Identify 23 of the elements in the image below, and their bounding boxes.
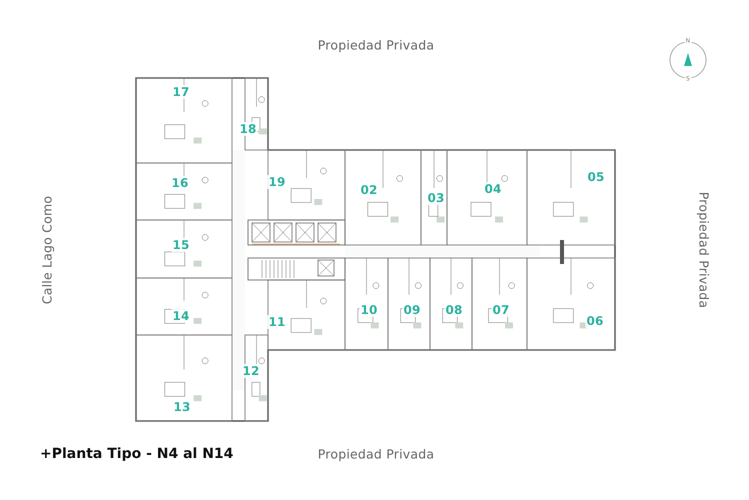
unit-number: 13 <box>172 400 192 414</box>
unit-number: 11 <box>267 315 287 329</box>
unit-number: 05 <box>586 170 606 184</box>
unit-number: 06 <box>585 314 605 328</box>
unit-number: 02 <box>359 183 379 197</box>
unit-number: 09 <box>402 303 422 317</box>
unit-number: 03 <box>426 191 446 205</box>
unit-number: 07 <box>491 303 511 317</box>
unit-number: 19 <box>267 175 287 189</box>
boundary-label: Propiedad Privada <box>696 192 712 308</box>
boundary-label: Propiedad Privada <box>318 446 434 462</box>
unit-number: 10 <box>359 303 379 317</box>
unit-number: 14 <box>171 309 191 323</box>
street-label: Calle Lago Como <box>40 196 54 304</box>
unit-number: 04 <box>483 182 503 196</box>
unit-number: 08 <box>444 303 464 317</box>
plan-title: +Planta Tipo - N4 al N14 <box>40 446 234 462</box>
boundary-label: Propiedad Privada <box>318 38 434 52</box>
unit-number: 18 <box>238 122 258 136</box>
unit-number: 17 <box>171 85 191 99</box>
unit-number: 12 <box>241 364 261 378</box>
unit-number: 16 <box>170 176 190 190</box>
unit-number: 15 <box>171 238 191 252</box>
